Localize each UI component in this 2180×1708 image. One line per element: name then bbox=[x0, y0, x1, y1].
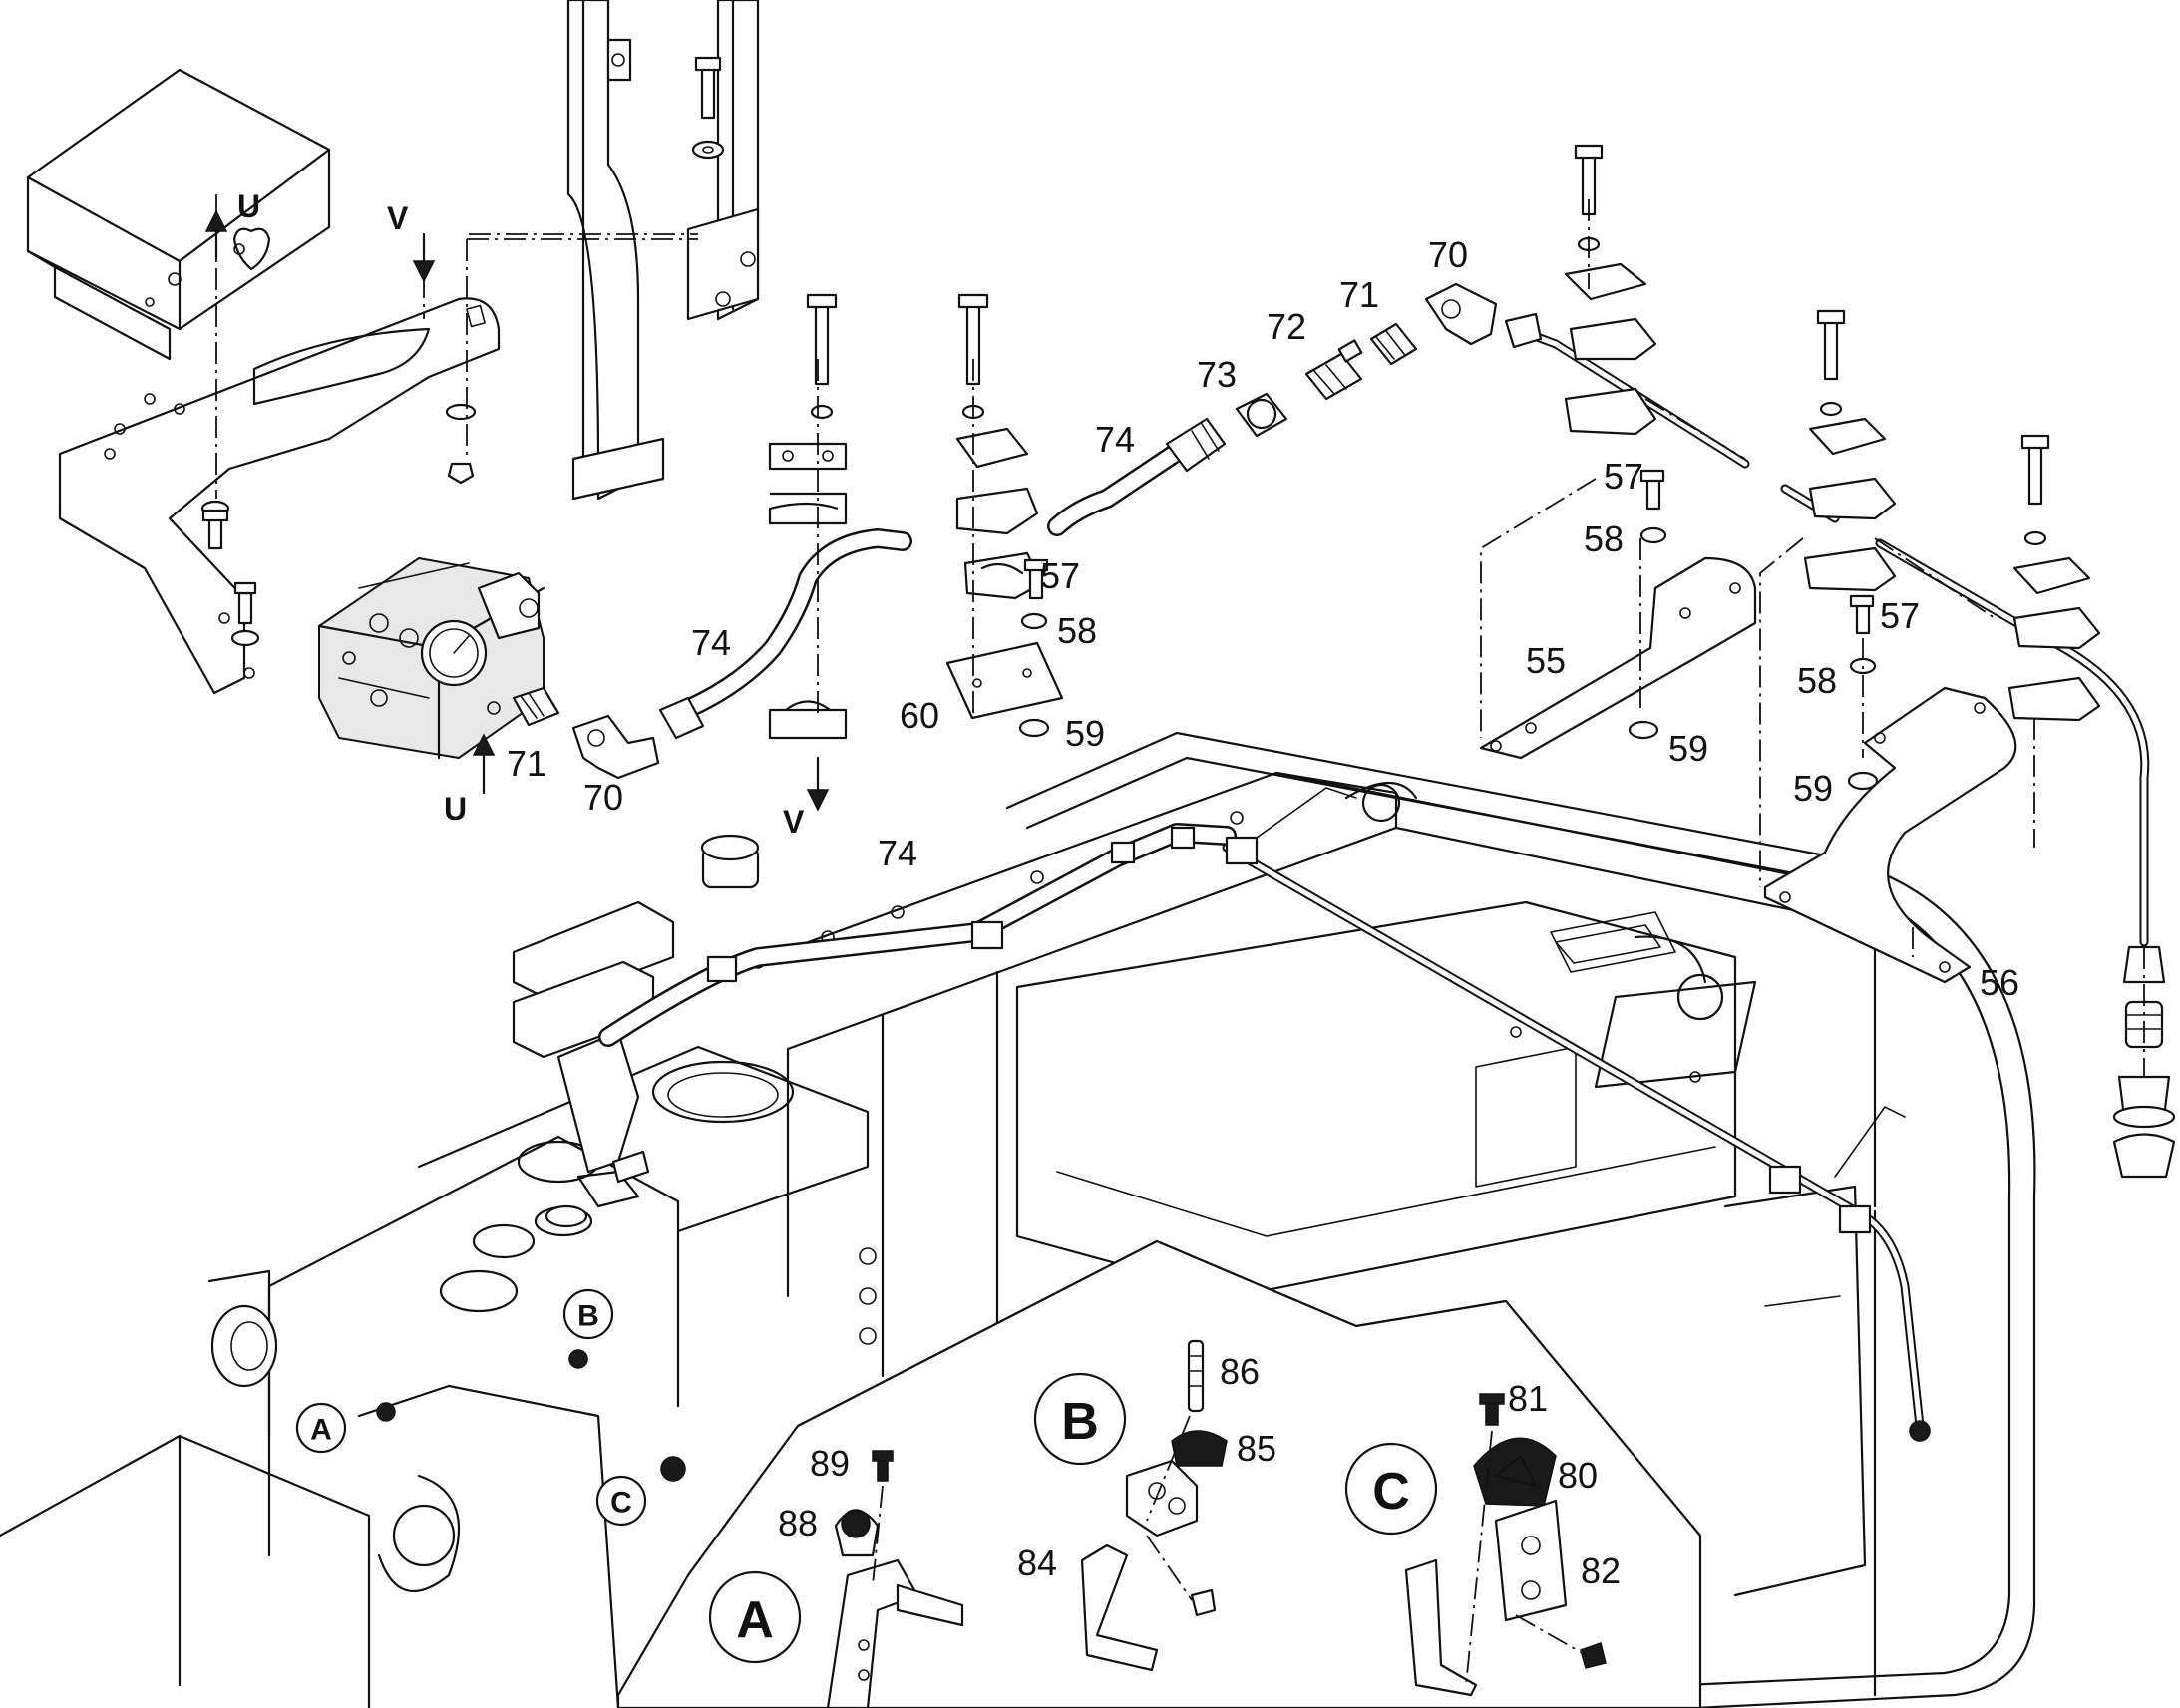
callout-56: 56 bbox=[1980, 962, 2019, 1003]
callout-82: 82 bbox=[1581, 1550, 1621, 1591]
cover-box-and-bracket bbox=[26, 68, 501, 695]
callout-55: 55 bbox=[1526, 640, 1566, 681]
detail-marker-b-small bbox=[562, 1288, 614, 1340]
exploded-fittings bbox=[512, 282, 2176, 1179]
assembled-hose-run bbox=[598, 787, 1931, 1442]
view-marker-v-bottom: V bbox=[783, 804, 805, 840]
callout-80: 80 bbox=[1558, 1455, 1598, 1496]
detail-marker-a-small bbox=[295, 1402, 347, 1454]
callout-58-b: 58 bbox=[1584, 518, 1624, 559]
callout-58-c: 58 bbox=[1797, 660, 1837, 701]
callout-72: 72 bbox=[1267, 306, 1306, 347]
detail-marker-b-small-label: B bbox=[577, 1300, 599, 1333]
callout-57-b: 57 bbox=[1604, 456, 1643, 497]
callout-57-a: 57 bbox=[1040, 555, 1080, 596]
callout-81: 81 bbox=[1508, 1378, 1548, 1419]
detail-marker-a-large-label: A bbox=[736, 1591, 774, 1649]
pump-unit bbox=[317, 557, 545, 760]
callout-57-c: 57 bbox=[1880, 595, 1920, 636]
callout-71-a: 71 bbox=[507, 743, 546, 784]
machine-frame bbox=[0, 731, 2036, 1708]
callout-74-c: 74 bbox=[878, 833, 917, 873]
callout-74-a: 74 bbox=[1095, 419, 1135, 460]
callout-60: 60 bbox=[900, 695, 939, 736]
callout-59-c: 59 bbox=[1793, 768, 1833, 809]
detail-marker-c-small-label: C bbox=[610, 1487, 632, 1520]
callout-86: 86 bbox=[1220, 1351, 1260, 1392]
view-arrows bbox=[204, 209, 830, 812]
callout-59-a: 59 bbox=[1065, 713, 1105, 754]
callout-88: 88 bbox=[778, 1503, 818, 1543]
view-marker-u-top: U bbox=[237, 188, 260, 224]
detail-marker-b-large bbox=[1033, 1372, 1127, 1466]
callout-70-b: 70 bbox=[1428, 234, 1468, 275]
detail-marker-b-large-label: B bbox=[1061, 1393, 1099, 1451]
view-marker-labels: U U V V bbox=[237, 188, 805, 840]
callout-84: 84 bbox=[1017, 1542, 1057, 1583]
view-marker-u-bottom: U bbox=[444, 791, 467, 827]
support-brackets bbox=[1479, 556, 2017, 984]
detail-inset bbox=[616, 1239, 1702, 1708]
detail-marker-a-large bbox=[708, 1570, 802, 1664]
detail-marker-c-large bbox=[1344, 1442, 1438, 1536]
callout-59-b: 59 bbox=[1668, 728, 1708, 769]
callout-89: 89 bbox=[810, 1443, 850, 1484]
detail-marker-c-large-label: C bbox=[1372, 1463, 1410, 1521]
detail-marker-c-small bbox=[595, 1475, 647, 1527]
callout-labels: 55 56 57 57 57 58 58 58 59 59 59 60 70 7… bbox=[507, 234, 2019, 1591]
callout-73: 73 bbox=[1197, 354, 1237, 395]
callout-70-a: 70 bbox=[583, 777, 623, 818]
view-marker-v-top: V bbox=[387, 200, 409, 236]
callout-85: 85 bbox=[1237, 1428, 1276, 1469]
callout-74-b: 74 bbox=[691, 622, 731, 663]
detail-circles: A B C A B C bbox=[295, 1288, 1438, 1664]
upright-frame bbox=[566, 0, 760, 501]
detail-marker-a-small-label: A bbox=[310, 1414, 332, 1447]
callout-58-a: 58 bbox=[1057, 610, 1097, 651]
callout-71-b: 71 bbox=[1339, 274, 1379, 315]
